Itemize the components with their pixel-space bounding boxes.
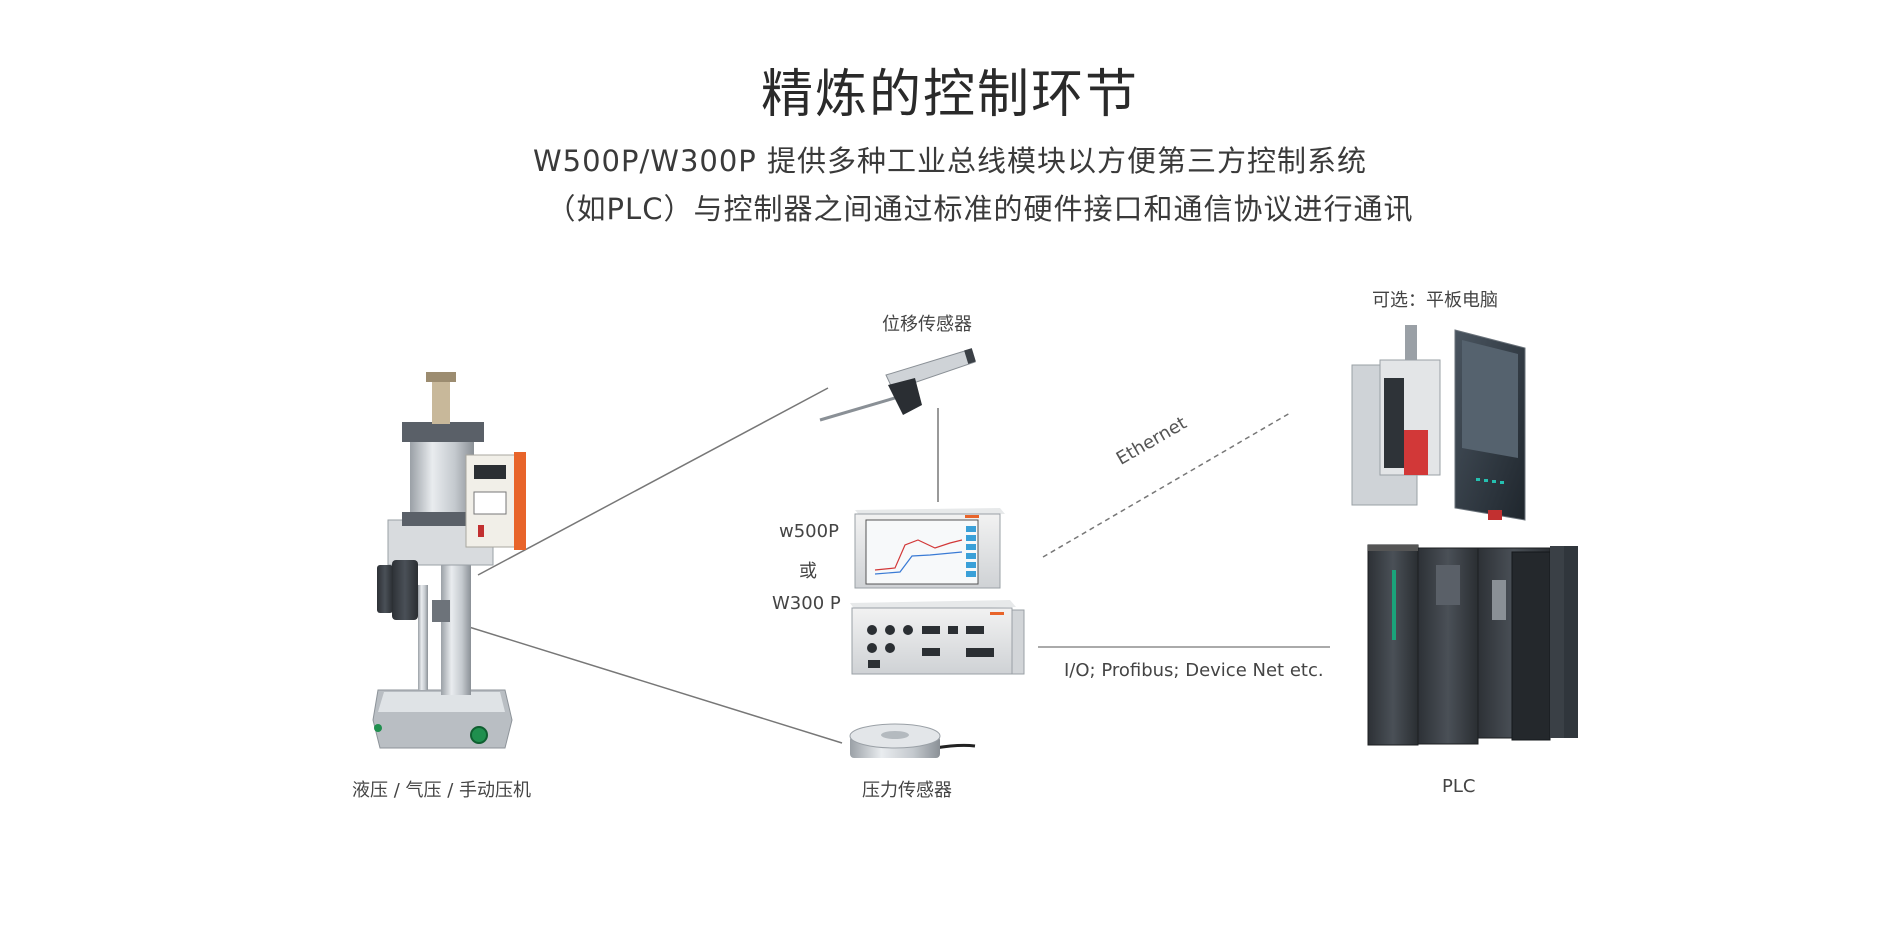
press-machine-image (372, 372, 526, 749)
displacement-sensor-image (819, 348, 976, 422)
press-to-displacement-line (477, 387, 829, 576)
tablet-label: 可选：平板电脑 (1372, 290, 1498, 311)
page-title: 精炼的控制环节 (760, 65, 1139, 125)
controller-label-w500p: w500P (779, 521, 839, 542)
controller-label-w300p: W300 P (772, 593, 841, 614)
press-to-force-line (439, 617, 843, 744)
plc-label: PLC (1442, 776, 1476, 797)
tablet-image (1351, 325, 1526, 521)
subtitle-line-1: W500P/W300P 提供多种工业总线模块以方便第三方控制系统 (532, 144, 1368, 178)
plc-image (1367, 544, 1578, 746)
connection-lines (439, 387, 1330, 744)
displacement-sensor-label: 位移传感器 (882, 314, 972, 335)
force-sensor-label: 压力传感器 (862, 780, 952, 801)
force-sensor-image (849, 723, 976, 758)
bus-label: I/O; Profibus; Device Net etc. (1064, 660, 1324, 681)
w300p-controller-image (850, 600, 1025, 675)
press-label: 液压 / 气压 / 手动压机 (352, 780, 532, 801)
w500p-controller-image (854, 508, 1005, 589)
ethernet-line (1042, 412, 1291, 558)
subtitle-line-2: （如PLC）与控制器之间通过标准的硬件接口和通信协议进行通讯 (546, 192, 1414, 226)
controller-label-or: 或 (799, 561, 817, 582)
